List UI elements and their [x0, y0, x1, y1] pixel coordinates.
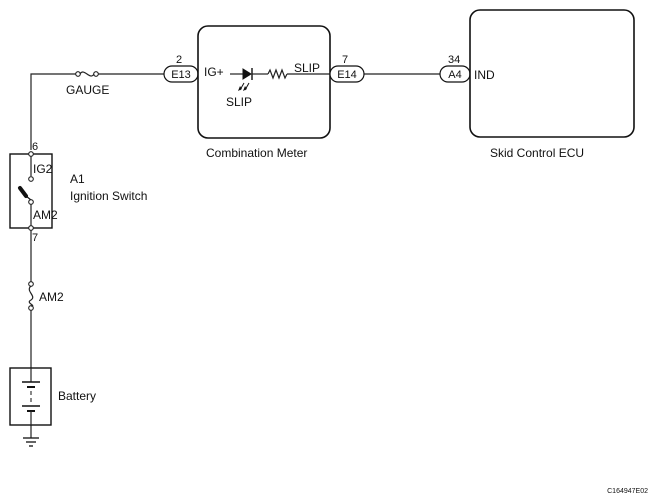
meter-terminal-slip: SLIP — [294, 61, 320, 75]
connector-e14: E14 — [329, 65, 365, 83]
ignition-switch-ref: A1 — [70, 172, 85, 186]
ecu-terminal-ind: IND — [474, 68, 495, 82]
combination-meter-name: Combination Meter — [206, 146, 307, 160]
connector-a4-id: A4 — [448, 69, 461, 81]
figure-code: C164947E02 — [607, 488, 648, 495]
connector-e14-id: E14 — [337, 69, 357, 81]
connector-e13-id: E13 — [171, 69, 191, 81]
am2-fuse — [28, 281, 34, 311]
ignition-switch-terminal-ig2: IG2 — [33, 162, 53, 176]
ignition-switch-contact-ig2 — [28, 176, 34, 182]
ignition-switch-pin7-node — [28, 225, 34, 231]
connector-e13: E13 — [163, 65, 199, 83]
connector-a4-pin: 34 — [448, 54, 460, 66]
meter-resistor-icon — [267, 68, 288, 80]
gauge-fuse-label: GAUGE — [66, 83, 109, 97]
ignition-switch-terminal-am2: AM2 — [33, 208, 58, 222]
ignition-switch-pin-top: 6 — [32, 141, 38, 153]
combination-meter-box — [197, 25, 331, 139]
connector-e14-pin: 7 — [342, 54, 348, 66]
gauge-fuse — [75, 71, 99, 77]
connector-e13-pin: 2 — [176, 54, 182, 66]
battery-cell-icon — [22, 368, 40, 425]
skid-control-ecu-name: Skid Control ECU — [490, 146, 584, 160]
ground-icon — [23, 437, 39, 447]
ignition-switch-contact-am2 — [28, 199, 34, 205]
meter-terminal-igplus: IG+ — [204, 65, 224, 79]
ignition-switch-name: Ignition Switch — [70, 189, 147, 203]
ignition-switch-pin-bottom: 7 — [32, 232, 38, 244]
battery-label: Battery — [58, 389, 96, 403]
wire-fuse-to-switch — [30, 73, 78, 150]
skid-control-ecu-box — [469, 9, 635, 138]
slip-indicator-label: SLIP — [226, 95, 252, 109]
connector-a4: A4 — [439, 65, 471, 83]
am2-fuse-label: AM2 — [39, 290, 64, 304]
